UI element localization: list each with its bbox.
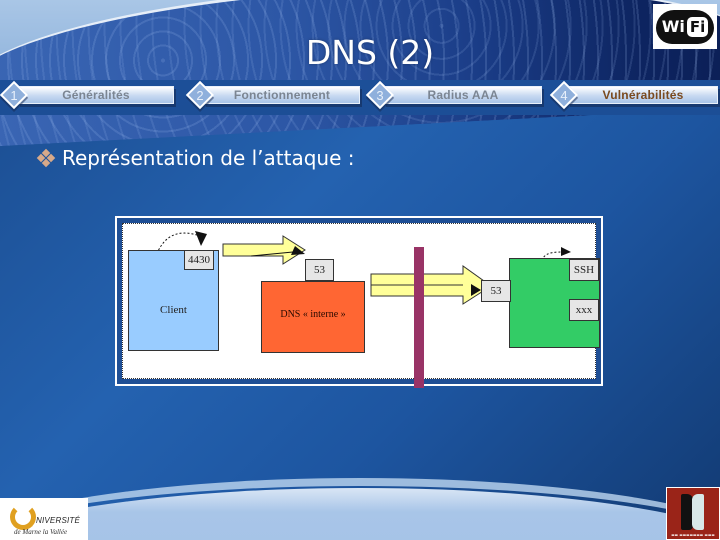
- nav-tab-label: Fonctionnement: [204, 86, 360, 104]
- nav-tab-number: 1: [10, 88, 18, 103]
- arrow-head-icon: [291, 246, 305, 255]
- wifi-logo-icon: Wi Fi: [653, 4, 717, 49]
- bullet-text: Représentation de l’attaque :: [62, 146, 355, 170]
- wifi-logo-text-fi: Fi: [686, 16, 709, 37]
- header-decorative-band: [0, 0, 720, 148]
- firewall-bar: [414, 247, 424, 388]
- arrow-client-to-dns-icon: [222, 235, 306, 265]
- nav-tab-number: 3: [376, 88, 384, 103]
- nav-tab-number: 4: [560, 88, 568, 103]
- dns-port-label: 53: [305, 259, 334, 281]
- arrow-head-icon: [471, 284, 481, 296]
- nav-tab-label: Vulnérabilités: [568, 86, 718, 104]
- universite-ring-icon: [10, 504, 36, 530]
- slide-title: DNS (2): [305, 33, 435, 72]
- nav-tab-label: Généralités: [18, 86, 174, 104]
- wifi-logo-text-wi: Wi: [661, 17, 685, 36]
- universite-logo-icon: NIVERSITÉ de Marne la Vallée: [0, 498, 88, 540]
- arrow-head-icon: [561, 247, 571, 256]
- attack-diagram: Client 4430 DNS « interne » 53 53 SSH xx…: [122, 223, 600, 388]
- arrow-head-icon: [195, 231, 207, 246]
- nav-tab-number: 2: [196, 88, 204, 103]
- client-port-label: 4430: [184, 250, 214, 270]
- nav-tab-label: Radius AAA: [384, 86, 542, 104]
- universite-logo-subtext: de Marne la Vallée: [14, 528, 68, 536]
- bullet-item: Représentation de l’attaque :: [36, 146, 355, 170]
- server-port-53-label: 53: [481, 280, 511, 302]
- footer-curve-edge: [0, 478, 720, 540]
- server-port-xxx-label: xxx: [569, 299, 599, 321]
- universite-logo-text: NIVERSITÉ: [36, 516, 81, 525]
- server-port-ssh-label: SSH: [569, 259, 599, 281]
- wifi-logo-cloud: Wi Fi: [656, 9, 714, 44]
- client-label: Client: [160, 304, 187, 316]
- dns-interne-box: DNS « interne »: [261, 281, 365, 353]
- diamond-bullet-icon: [36, 148, 56, 168]
- cnu-logo-icon: ▬▬ ▬▬▬▬▬▬▬ ▬▬▬: [666, 487, 720, 540]
- dns-interne-label: DNS « interne »: [280, 309, 346, 320]
- attack-diagram-frame: Client 4430 DNS « interne » 53 53 SSH xx…: [115, 216, 603, 388]
